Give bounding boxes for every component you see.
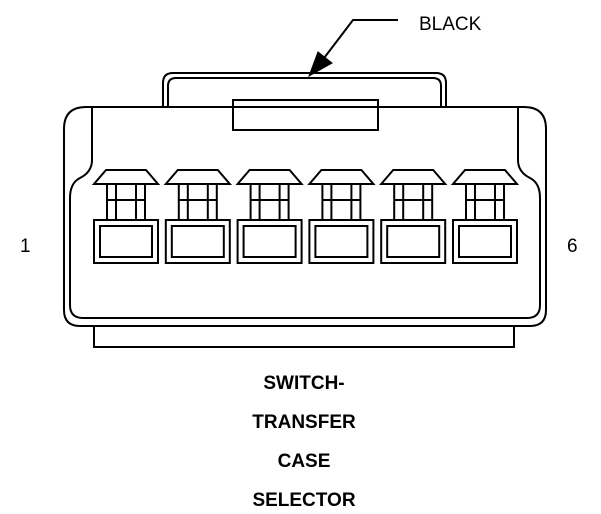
title-line-4: SELECTOR [252, 490, 355, 511]
terminal-cavity-2 [163, 169, 232, 264]
terminal-cavity-6 [450, 169, 520, 264]
title-line-2: TRANSFER [252, 412, 356, 433]
component-title: SWITCH- TRANSFER CASE SELECTOR [252, 373, 356, 511]
wire-color-label: BLACK [419, 14, 482, 35]
latch-window [232, 99, 379, 131]
terminal-cavity-5 [379, 169, 448, 264]
connector-housing [63, 106, 547, 348]
color-leader [317, 19, 398, 67]
terminal-cavities [91, 169, 520, 264]
terminal-cavity-1 [91, 169, 161, 264]
pin-label-last: 6 [567, 236, 578, 257]
terminal-cavity-4 [307, 169, 376, 264]
title-line-1: SWITCH- [263, 373, 344, 394]
pin-label-first: 1 [20, 236, 31, 257]
title-line-3: CASE [278, 451, 331, 472]
terminal-cavity-3 [235, 169, 304, 264]
leader-arrowhead [308, 51, 333, 78]
locking-tab [162, 72, 447, 107]
